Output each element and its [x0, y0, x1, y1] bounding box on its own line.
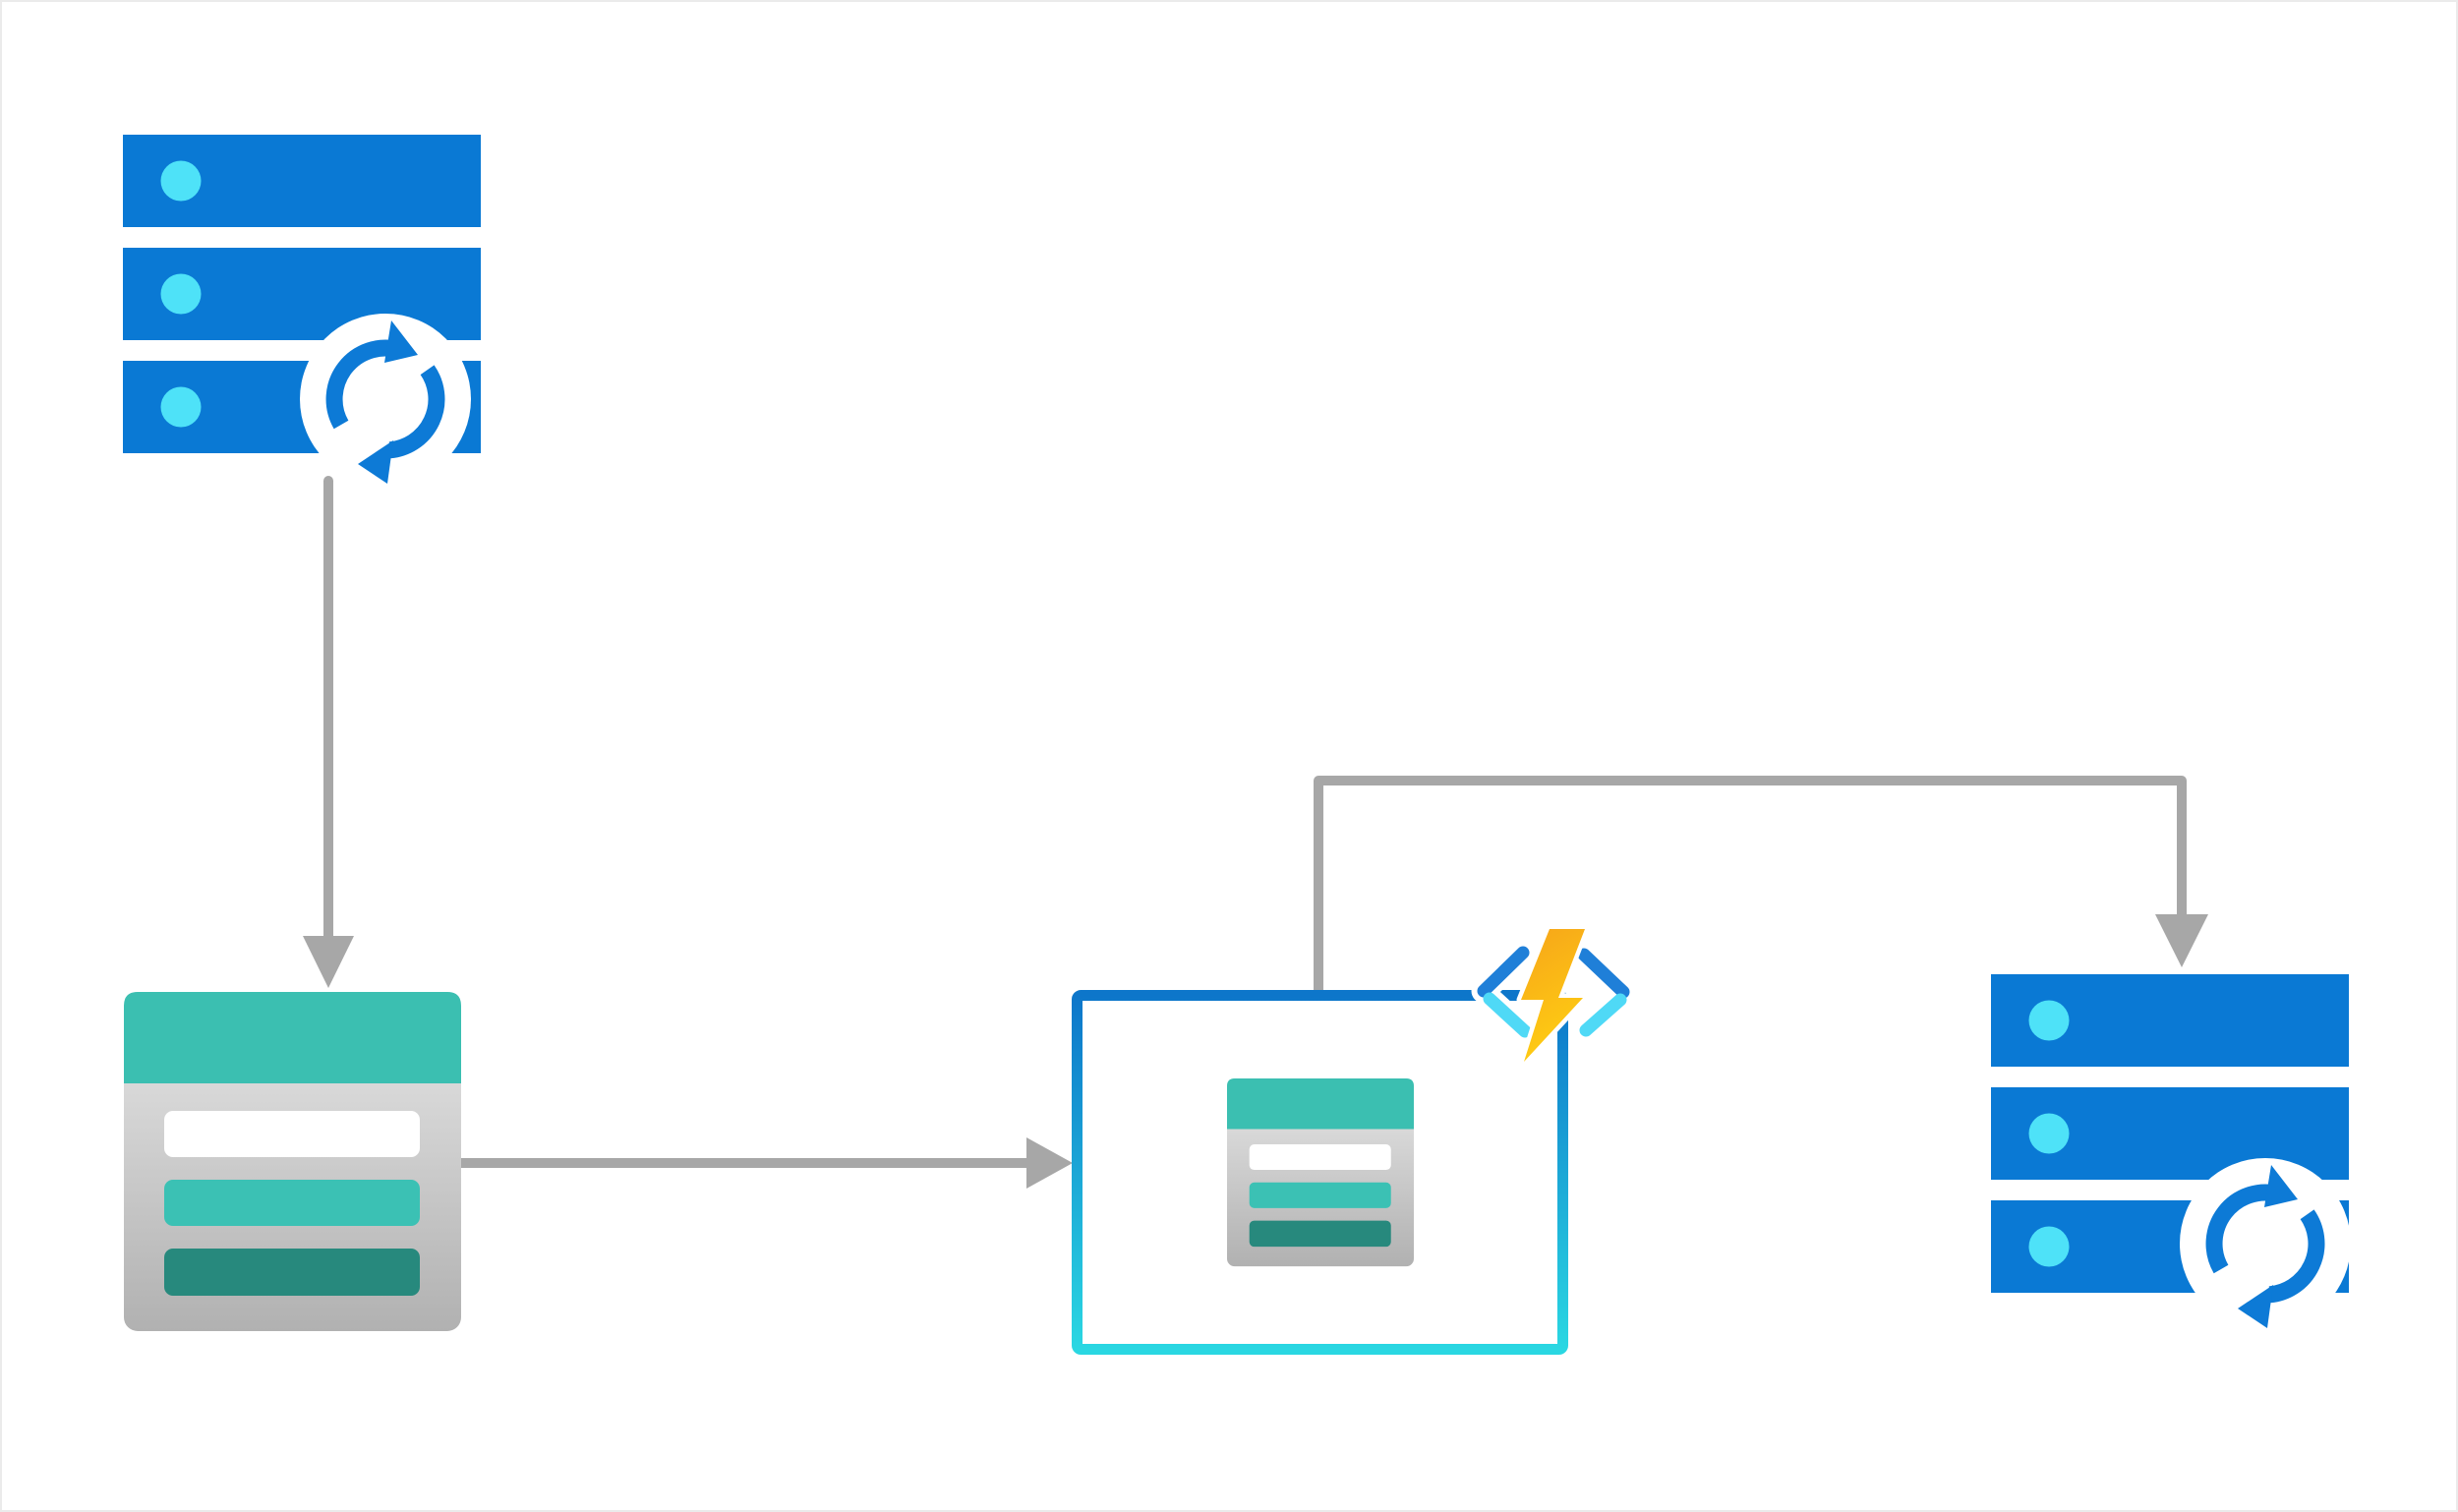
arrowhead-down-icon [2155, 914, 2208, 967]
target-server-icon [1991, 974, 2351, 1329]
lightning-bolt-icon [1516, 924, 1590, 1067]
gradient-border-box [1072, 990, 1568, 1355]
sync-icon [2180, 1158, 2351, 1329]
connector-function-to-target [1314, 776, 2208, 991]
sync-icon [300, 314, 471, 485]
table-storage-icon [124, 992, 461, 1331]
azure-functions-icon [1471, 924, 1636, 1067]
connector-table-to-function [461, 1137, 1073, 1189]
source-server-icon [123, 135, 481, 485]
function-app-box [1072, 924, 1636, 1355]
arrowhead-right-icon [1026, 1137, 1073, 1189]
inner-table-storage-icon [1227, 1078, 1414, 1267]
elbow-connector-line [1314, 776, 2187, 991]
code-brackets-icon [1477, 946, 1630, 1038]
arrowhead-down-icon [303, 936, 354, 988]
connector-source-to-table [303, 476, 354, 988]
